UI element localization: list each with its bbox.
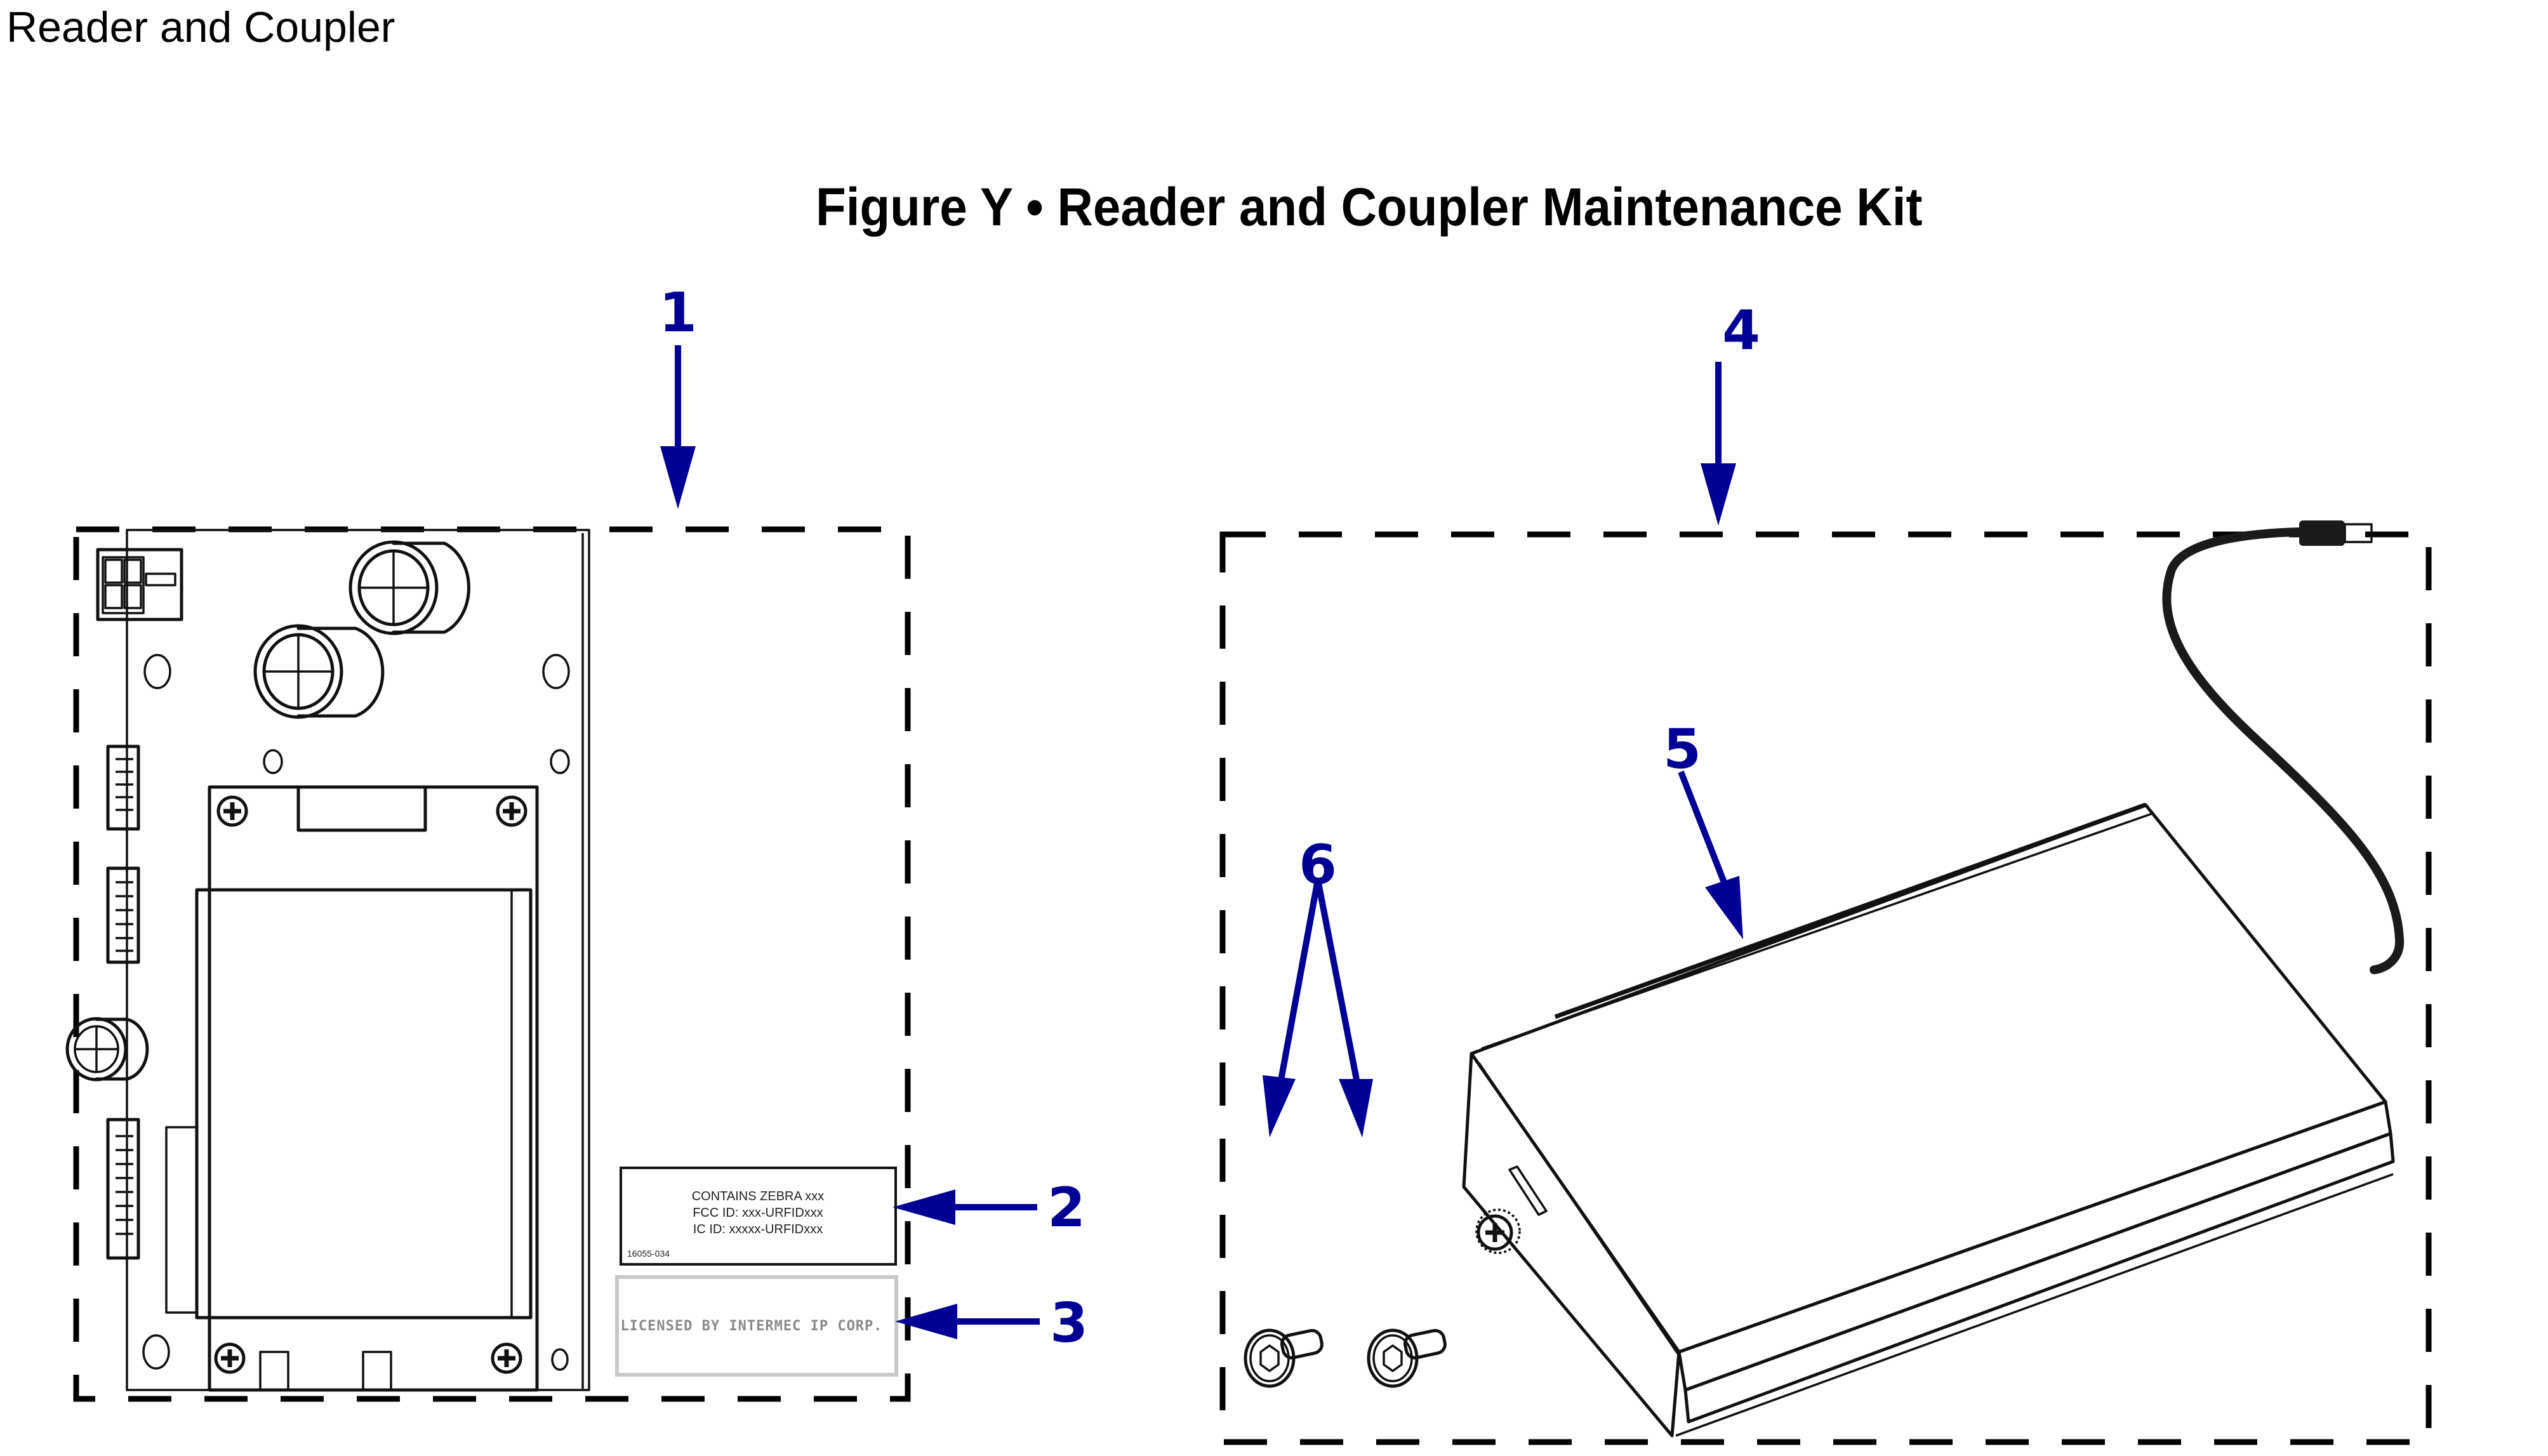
coupler-housing	[1462, 802, 2395, 1438]
callout-number: 3	[1050, 1292, 1088, 1355]
mounting-hole	[550, 749, 570, 774]
license-label: LICENSED BY INTERMEC IP CORP.	[615, 1275, 898, 1377]
socket-screw	[1244, 1328, 1324, 1388]
arrow-down-icon	[1701, 463, 1736, 526]
section-title: Reader and Coupler	[6, 3, 395, 51]
phillips-screw	[214, 1342, 246, 1374]
arrow-down-icon	[1339, 1079, 1373, 1137]
arrow-down-icon	[660, 446, 696, 509]
callout-number: 1	[659, 281, 697, 345]
power-connector	[96, 548, 183, 621]
figure-title: Figure Y • Reader and Coupler Maintenanc…	[816, 177, 1923, 237]
phillips-screw	[491, 1342, 522, 1374]
regulatory-label-line1: CONTAINS ZEBRA xxx	[692, 1189, 825, 1203]
callout-5: 5	[1663, 718, 1743, 939]
mounting-hole	[263, 749, 283, 774]
phillips-screw	[496, 795, 528, 827]
terminal-block-2	[106, 866, 140, 964]
callout-number: 5	[1663, 718, 1701, 781]
callout-4: 4	[1701, 299, 1760, 526]
side-slot	[1508, 1165, 1548, 1216]
reader-kit-dashed-border	[73, 526, 911, 1402]
callout-number: 2	[1047, 1176, 1085, 1240]
license-label-text: LICENSED BY INTERMEC IP CORP.	[620, 1318, 882, 1334]
mounting-hole	[143, 654, 171, 689]
capacitor-middle	[253, 624, 385, 719]
coupler-kit-dashed-border	[1219, 531, 2432, 1445]
rfid-module	[165, 785, 539, 1392]
coupler-kit-group	[1219, 520, 2432, 1445]
callout-3: 3	[895, 1292, 1088, 1355]
arrow-left-icon	[895, 1304, 957, 1339]
mounting-hole	[551, 1348, 569, 1371]
regulatory-label: CONTAINS ZEBRA xxx FCC ID: xxx-URFIDxxx …	[620, 1167, 897, 1266]
callout-number: 4	[1722, 299, 1760, 362]
cable-plug	[2299, 520, 2345, 546]
terminal-block-3	[106, 1118, 140, 1260]
callout-1: 1	[659, 281, 697, 509]
ground-screw	[1475, 1208, 1521, 1254]
reader-pcb	[65, 529, 590, 1392]
arrow-down-icon	[1263, 1075, 1296, 1137]
capacitor-top	[348, 540, 470, 635]
regulatory-label-line2: FCC ID: xxx-URFIDxxx	[693, 1206, 823, 1220]
terminal-block-1	[106, 745, 140, 831]
mounting-hole	[542, 654, 570, 689]
regulatory-label-line3: IC ID: xxxxx-URFIDxxx	[693, 1222, 823, 1236]
mounting-hole	[142, 1334, 170, 1370]
arrow-down-icon	[1705, 876, 1743, 939]
arrow-left-icon	[892, 1189, 955, 1225]
callout-2: 2	[892, 1176, 1085, 1240]
phillips-screw	[216, 795, 248, 827]
callout-6: 6	[1263, 833, 1373, 1137]
coupler-cable	[2162, 520, 2405, 974]
capacitor-small	[65, 1017, 149, 1082]
reader-kit-group: CONTAINS ZEBRA xxx FCC ID: xxx-URFIDxxx …	[65, 526, 911, 1402]
regulatory-label-part-number: 16055-034	[627, 1248, 670, 1259]
socket-screw	[1367, 1328, 1447, 1388]
